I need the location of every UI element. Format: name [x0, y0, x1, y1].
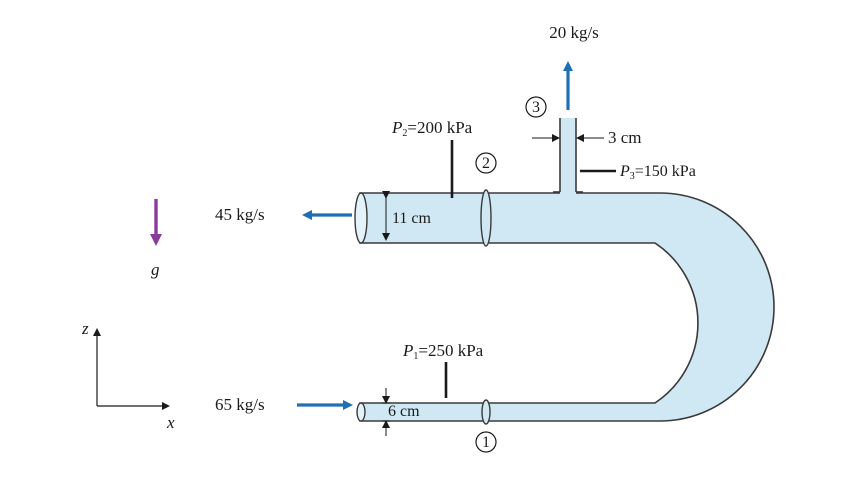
- dim-3cm: 3 cm: [608, 128, 642, 147]
- station-3-marker: 3: [525, 96, 547, 118]
- z-axis-label: z: [81, 319, 89, 338]
- inlet1-opening: [356, 402, 366, 422]
- dim-11cm: 11 cm: [392, 210, 432, 227]
- svg-text:2: 2: [482, 155, 490, 172]
- inlet1-flow-label: 65 kg/s: [215, 395, 265, 414]
- station-2-marker: 2: [475, 152, 497, 174]
- svg-text:1: 1: [482, 434, 490, 451]
- pressure-p3-label: P3=150 kPa: [619, 163, 696, 182]
- pressure-p1-label: P1=250 kPa: [402, 341, 484, 362]
- flange-2: [480, 189, 492, 247]
- branch-pipe: [560, 118, 576, 194]
- station-1-marker: 1: [475, 431, 497, 453]
- pressure-p2-label: P2=200 kPa: [391, 118, 473, 139]
- outlet3-flow-label: 20 kg/s: [549, 23, 599, 42]
- svg-text:3: 3: [532, 99, 540, 116]
- outlet2-flow-label: 45 kg/s: [215, 205, 265, 224]
- outlet2-opening: [354, 192, 368, 244]
- gravity-label: g: [151, 260, 160, 279]
- x-axis-label: x: [166, 413, 175, 432]
- flange-1: [481, 399, 491, 425]
- u-pipe: [359, 192, 775, 422]
- dim-6cm: 6 cm: [388, 403, 420, 420]
